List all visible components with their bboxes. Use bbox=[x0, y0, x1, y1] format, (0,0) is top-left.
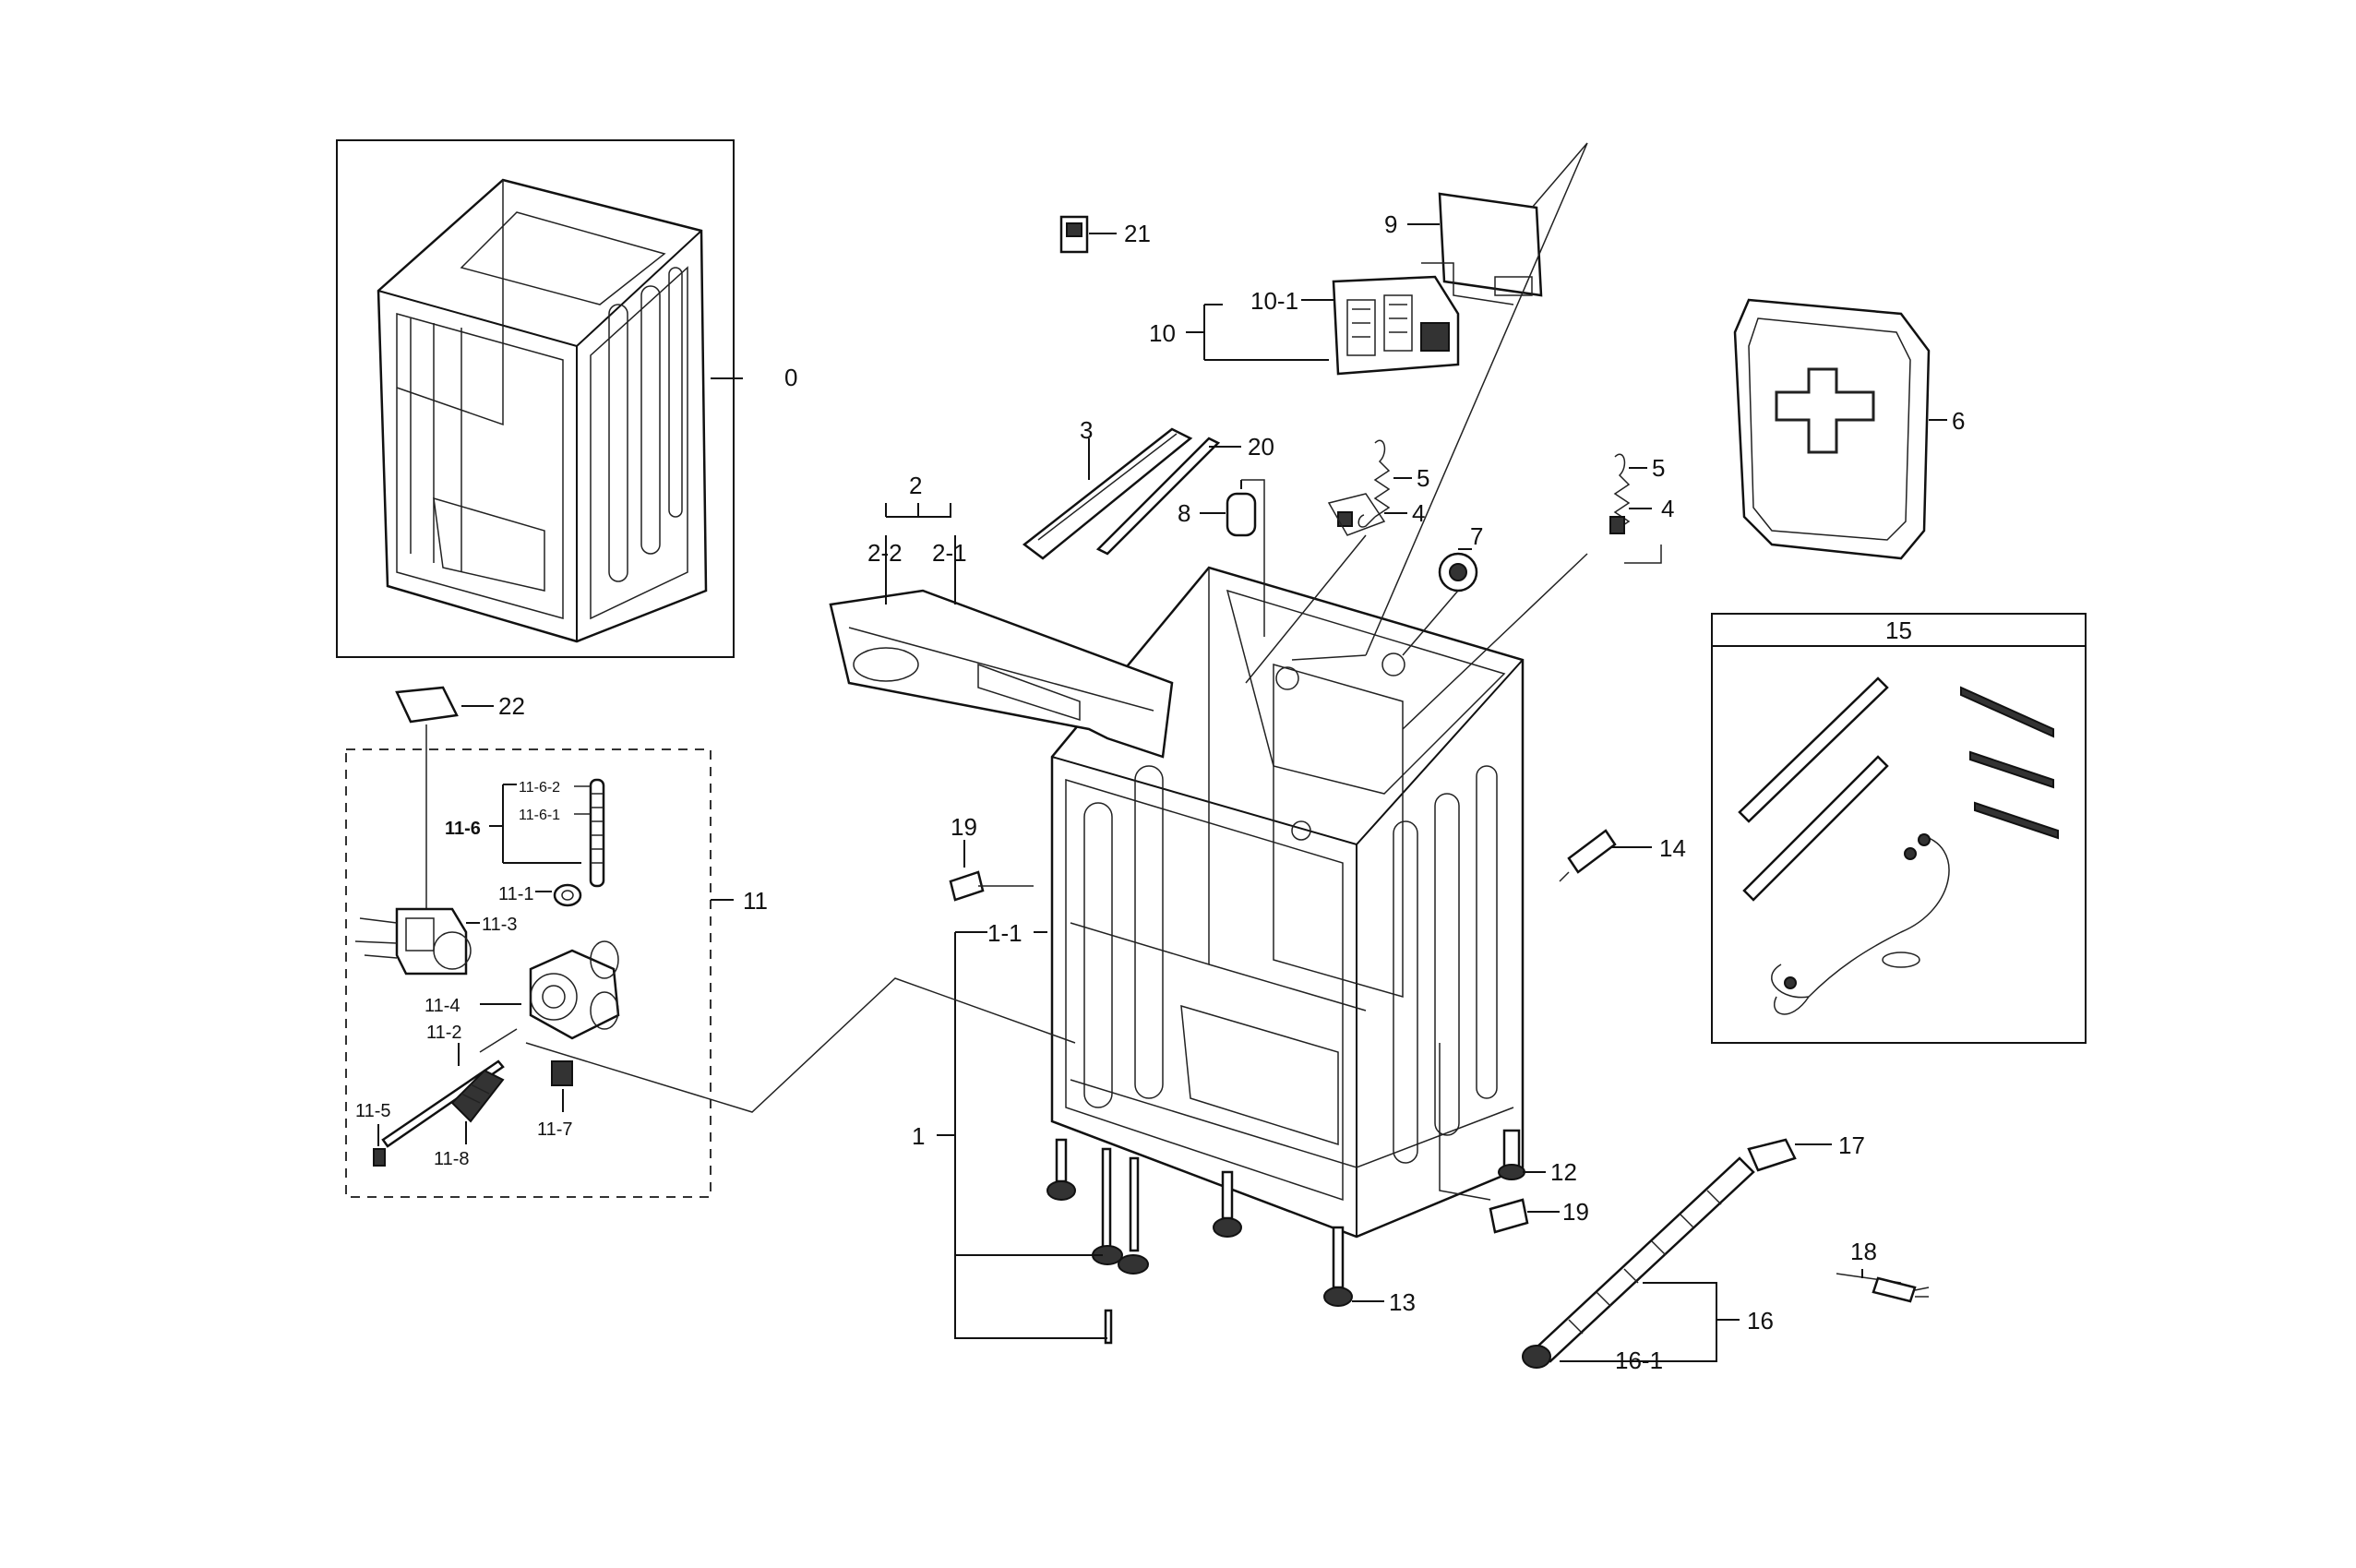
hose-part-11-6 bbox=[589, 778, 605, 888]
pump-motor-part-11-3 bbox=[354, 907, 472, 976]
label-8: 8 bbox=[1178, 499, 1190, 527]
label-4-right: 4 bbox=[1661, 495, 1674, 522]
label-11-8: 11-8 bbox=[434, 1149, 470, 1169]
label-17: 17 bbox=[1838, 1131, 1865, 1159]
label-11: 11 bbox=[743, 887, 768, 915]
connector-part-17 bbox=[1747, 1138, 1797, 1172]
strip-part-20 bbox=[1095, 437, 1221, 556]
pcb-part-9 bbox=[1421, 192, 1543, 305]
label-21: 21 bbox=[1124, 220, 1151, 247]
label-5-right: 5 bbox=[1652, 454, 1665, 482]
spring-part-5-left bbox=[1357, 439, 1391, 528]
cap-part-7 bbox=[1438, 552, 1478, 592]
label-19-left: 19 bbox=[951, 813, 977, 841]
bracket-part-19-left bbox=[949, 870, 985, 902]
label-16-1: 16-1 bbox=[1615, 1347, 1663, 1374]
connector-part-11-7 bbox=[551, 1060, 573, 1086]
cover-part-22 bbox=[395, 686, 459, 724]
label-13: 13 bbox=[1389, 1288, 1416, 1316]
connector-part-21 bbox=[1059, 215, 1089, 254]
label-11-5: 11-5 bbox=[355, 1101, 391, 1121]
label-11-2: 11-2 bbox=[426, 1023, 462, 1043]
pump-housing-part-11-4 bbox=[529, 940, 620, 1040]
harness-icon bbox=[1738, 676, 2059, 1015]
control-frame-part-2 bbox=[829, 589, 1174, 759]
drain-hose-part-16 bbox=[1522, 1156, 1755, 1369]
label-12: 12 bbox=[1550, 1158, 1577, 1186]
bracket-part-3 bbox=[1022, 427, 1193, 560]
gasket-part-6 bbox=[1733, 298, 1931, 560]
label-11-7: 11-7 bbox=[537, 1119, 573, 1140]
label-5-left: 5 bbox=[1417, 464, 1429, 492]
label-11-3: 11-3 bbox=[482, 915, 518, 935]
capacitor-part-8 bbox=[1226, 480, 1257, 537]
label-11-6: 11-6 bbox=[445, 819, 481, 839]
feet-group-part-1 bbox=[1046, 1138, 1242, 1345]
foot-part-13 bbox=[1323, 1226, 1353, 1307]
bracket-part-19-right bbox=[1489, 1198, 1529, 1234]
power-cord-part-18 bbox=[1836, 1273, 1930, 1303]
label-19-right: 19 bbox=[1562, 1198, 1589, 1226]
harness-kit-15-inset: 15 bbox=[1711, 613, 2087, 1044]
label-11-6-2: 11-6-2 bbox=[519, 780, 560, 796]
label-7: 7 bbox=[1470, 522, 1483, 550]
label-6: 6 bbox=[1952, 407, 1965, 435]
label-3: 3 bbox=[1080, 416, 1093, 444]
damper-part-14 bbox=[1559, 829, 1617, 882]
spring-part-5-right bbox=[1613, 453, 1631, 532]
clip-part-11-5 bbox=[373, 1148, 386, 1167]
label-18: 18 bbox=[1850, 1238, 1877, 1265]
label-2-1: 2-1 bbox=[932, 539, 967, 567]
label-20: 20 bbox=[1248, 433, 1274, 461]
label-4-left: 4 bbox=[1412, 499, 1425, 527]
label-11-6-1: 11-6-1 bbox=[519, 808, 560, 823]
cabinet-frame-part-1 bbox=[1050, 566, 1525, 1239]
foot-part-12 bbox=[1498, 1129, 1525, 1180]
label-14: 14 bbox=[1659, 834, 1686, 862]
cabinet-assembly-icon bbox=[377, 178, 708, 643]
label-0: 0 bbox=[784, 364, 797, 391]
label-9: 9 bbox=[1384, 210, 1397, 238]
label-1-1: 1-1 bbox=[987, 919, 1023, 947]
label-11-1: 11-1 bbox=[498, 884, 534, 904]
label-10: 10 bbox=[1149, 319, 1176, 347]
clip-part-4-left bbox=[1337, 511, 1353, 527]
pump-assembly-11-inset: 11 11-6 11-6-2 11-6-1 11-1 11-3 bbox=[345, 748, 768, 1198]
ring-part-11-1 bbox=[553, 883, 582, 907]
clip-part-4-right bbox=[1609, 516, 1625, 534]
pcb-cover-part-10 bbox=[1332, 275, 1460, 376]
label-1: 1 bbox=[912, 1122, 925, 1150]
label-15: 15 bbox=[1885, 616, 1912, 644]
label-16: 16 bbox=[1747, 1307, 1774, 1335]
filter-part-11-8 bbox=[450, 1069, 505, 1123]
label-22: 22 bbox=[498, 692, 525, 720]
label-10-1: 10-1 bbox=[1250, 287, 1298, 315]
assembly-0-inset: 0 bbox=[336, 139, 797, 658]
label-11-4: 11-4 bbox=[425, 996, 460, 1016]
label-2: 2 bbox=[909, 472, 922, 499]
label-2-2: 2-2 bbox=[867, 539, 903, 567]
